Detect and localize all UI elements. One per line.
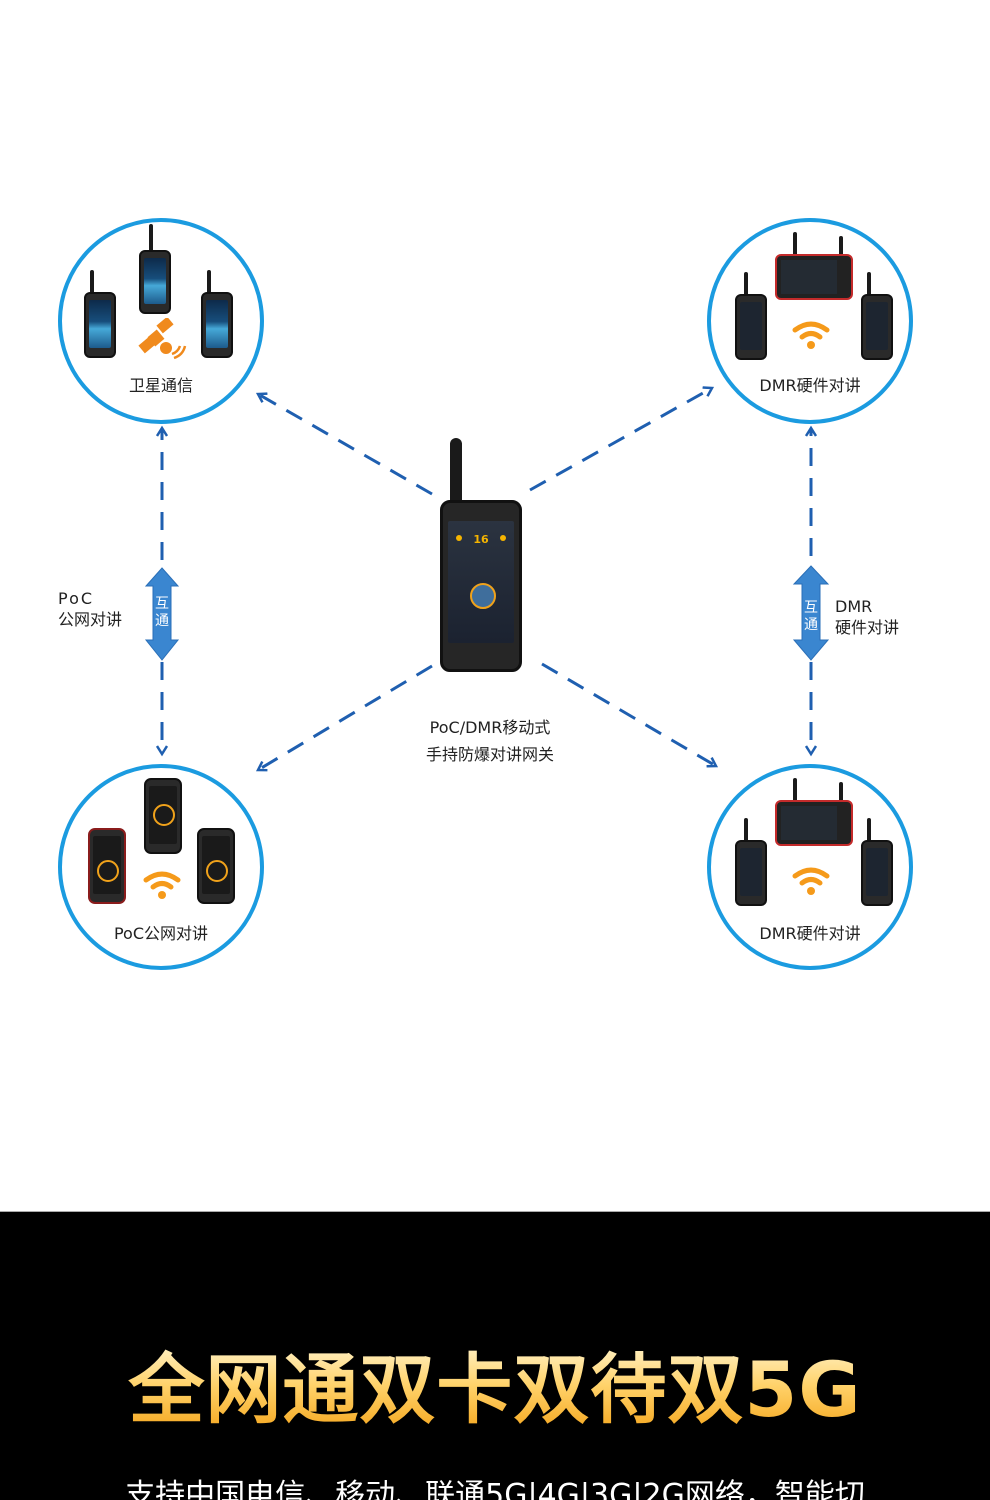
ptt-mic-icon: [470, 583, 496, 609]
link-center-to-satellite: [258, 394, 433, 496]
center-caption-line2: 手持防爆对讲网关: [425, 745, 554, 764]
node-dmr-bottom[interactable]: DMR硬件对讲: [707, 764, 913, 970]
connection-links: [144, 0, 830, 1211]
dmr-phone-right: [861, 840, 893, 906]
node-label: PoC公网对讲: [113, 924, 209, 943]
right-arrow-text: 互 通: [803, 600, 819, 634]
antenna: [839, 236, 843, 260]
satellite-phone-center: [139, 250, 171, 314]
center-gateway-device[interactable]: 16: [440, 438, 522, 672]
dmr-tablet: [775, 800, 853, 846]
left-arrow-text: 互 通: [154, 596, 170, 630]
antenna: [793, 778, 797, 806]
dmr-tablet: [775, 254, 853, 300]
left-arrow-char-2: 通: [155, 613, 169, 629]
wifi-icon: [792, 321, 830, 349]
antenna: [744, 818, 748, 844]
left-link-label-line1: PoC: [58, 589, 95, 608]
node-satellite[interactable]: 卫星通信: [58, 218, 264, 424]
double-arrow-right: [792, 565, 830, 661]
antenna: [867, 272, 871, 298]
poc-phone-right: [197, 828, 235, 904]
antenna: [744, 272, 748, 298]
node-label: DMR硬件对讲: [759, 376, 861, 395]
wifi-icon: [143, 871, 181, 899]
gateway-body: 16: [440, 500, 522, 672]
antenna: [867, 818, 871, 844]
next-channel-icon: [500, 535, 506, 541]
node-poc[interactable]: PoC公网对讲: [58, 764, 264, 970]
node-label: DMR硬件对讲: [759, 924, 861, 943]
antenna: [90, 270, 94, 296]
poc-phone-center: [144, 778, 182, 854]
right-link-label-line2: 硬件对讲: [835, 618, 900, 637]
satellite-icon: [138, 318, 187, 360]
right-link-label: DMR 硬件对讲: [835, 596, 899, 638]
center-caption: PoC/DMR移动式 手持防爆对讲网关: [390, 714, 590, 768]
gateway-screen: 16: [448, 521, 514, 643]
gateway-antenna: [450, 438, 462, 508]
node-label: 卫星通信: [128, 376, 193, 395]
antenna: [207, 270, 211, 296]
node-dmr-top[interactable]: DMR硬件对讲: [707, 218, 913, 424]
dmr-phone-left: [735, 840, 767, 906]
left-link-label-line2: 公网对讲: [58, 610, 123, 629]
link-center-to-dmr-bottom: [541, 662, 716, 766]
prev-channel-icon: [456, 535, 462, 541]
satellite-phone-left: [84, 292, 116, 358]
right-arrow-char-2: 通: [804, 617, 818, 633]
antenna: [793, 232, 797, 260]
left-arrow-char-1: 互: [155, 596, 169, 612]
gateway-channel: 16: [473, 533, 489, 546]
satellite-phone-right: [201, 292, 233, 358]
network-diagram: PoC 公网对讲 互 通 DMR 硬件对讲 互 通 卫星通信: [58, 0, 913, 1211]
banner-title: 全网通双卡双待双5G: [0, 1345, 990, 1435]
link-center-to-poc: [258, 664, 433, 770]
poc-phone-left: [88, 828, 126, 904]
feature-banner: 全网通双卡双待双5G 支持中国电信、移动、联通5G|4G|3G|2G网络，智能切: [0, 1211, 990, 1500]
dmr-phone-right: [861, 294, 893, 360]
dmr-phone-left: [735, 294, 767, 360]
double-arrow-left: [144, 567, 180, 661]
banner-subtitle: 支持中国电信、移动、联通5G|4G|3G|2G网络，智能切: [125, 1478, 865, 1500]
link-center-to-dmr-top: [529, 388, 712, 492]
antenna: [839, 782, 843, 806]
antenna: [149, 224, 153, 254]
center-caption-line1: PoC/DMR移动式: [429, 718, 551, 737]
left-link-label: PoC 公网对讲: [58, 588, 122, 630]
wifi-icon: [792, 867, 830, 895]
right-arrow-char-1: 互: [804, 600, 818, 616]
right-link-label-line1: DMR: [835, 597, 873, 616]
